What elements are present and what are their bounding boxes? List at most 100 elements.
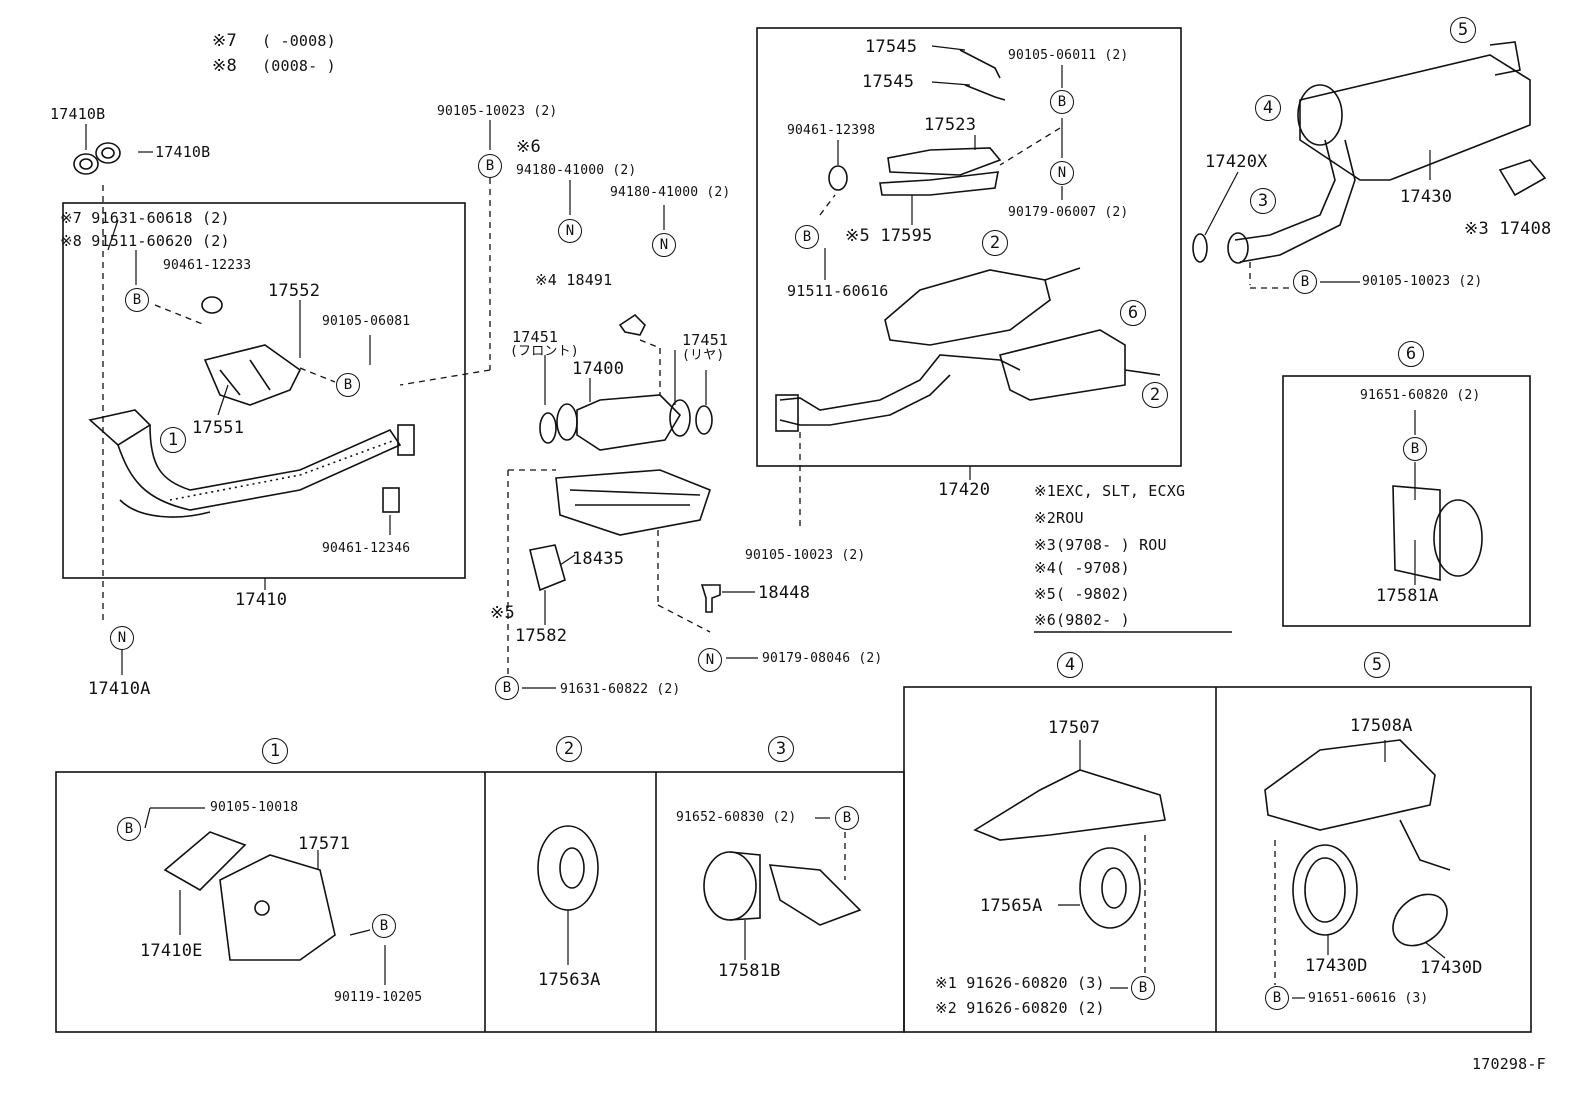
bolt-marker: B bbox=[125, 288, 149, 312]
section-number-1-ref: 1 bbox=[160, 427, 186, 453]
header-note-7: ※7 bbox=[212, 31, 237, 51]
bolt-marker: B bbox=[1293, 270, 1317, 294]
part-label-17523: 17523 bbox=[924, 115, 977, 135]
frame-front-pipe bbox=[62, 202, 466, 579]
part-label-90105-06011: 90105-06011 (2) bbox=[1008, 48, 1129, 63]
header-note-8: ※8 bbox=[212, 56, 237, 76]
legend-item-1: ※1EXC, SLT, ECXG bbox=[1034, 482, 1186, 500]
frame-center-pipe bbox=[756, 27, 1182, 467]
section-number-4: 4 bbox=[1057, 652, 1083, 678]
part-label-17451-front: 17451 bbox=[512, 328, 559, 346]
part-label-17420: 17420 bbox=[938, 480, 991, 500]
header-note-7-range: ( -0008) bbox=[262, 32, 336, 50]
part-label-17430D: 17430D bbox=[1420, 958, 1483, 978]
section-number-6-ref: 6 bbox=[1120, 300, 1146, 326]
heat-insulator-18435 bbox=[555, 469, 711, 536]
part-label-90461-12346: 90461-12346 bbox=[322, 541, 411, 556]
bolt-marker: B bbox=[336, 373, 360, 397]
part-label-90105-10023: 90105-10023 (2) bbox=[437, 104, 558, 119]
nut-marker: N bbox=[558, 219, 582, 243]
part-label-17430: 17430 bbox=[1400, 187, 1453, 207]
part-label-91511-60620: ※8 91511-60620 (2) bbox=[60, 232, 230, 250]
front-exhaust-pipe-shape bbox=[88, 409, 415, 518]
part-label-17595: ※5 17595 bbox=[845, 226, 933, 246]
part-label-17508A: 17508A bbox=[1350, 716, 1413, 736]
part-label-91626-60820-3: ※1 91626-60820 (3) bbox=[935, 974, 1105, 992]
frame-section-6 bbox=[1282, 375, 1531, 627]
gasket-17410B-b bbox=[95, 142, 121, 164]
bracket-17551 bbox=[203, 344, 302, 406]
part-label-17551: 17551 bbox=[192, 418, 245, 438]
bolt-marker: B bbox=[835, 806, 859, 830]
part-label-17571: 17571 bbox=[298, 834, 351, 854]
bolt-marker: B bbox=[1050, 90, 1074, 114]
section-number-2: 2 bbox=[556, 736, 582, 762]
section-number-5-ref: 5 bbox=[1450, 17, 1476, 43]
part-label-90105-06081: 90105-06081 bbox=[322, 314, 411, 329]
frame-bottom-right bbox=[903, 686, 1532, 1033]
legend-item-6: ※6(9802- ) bbox=[1034, 611, 1130, 629]
part-label-17451-rear: 17451 bbox=[682, 331, 729, 349]
part-label-90105-10018: 90105-10018 bbox=[210, 800, 299, 815]
legend-item-4: ※4( -9708) bbox=[1034, 559, 1130, 577]
part-label-17410A: 17410A bbox=[88, 679, 151, 699]
gasket-17410B-a bbox=[73, 153, 99, 175]
bolt-marker: B bbox=[495, 676, 519, 700]
part-label-17451-front-note: (フロント) bbox=[510, 344, 579, 359]
bolt-marker: B bbox=[1265, 986, 1289, 1010]
section-number-4-ref: 4 bbox=[1255, 95, 1281, 121]
part-label-17410: 17410 bbox=[235, 590, 288, 610]
sub-muffler-b bbox=[999, 329, 1126, 401]
part-label-17545: 17545 bbox=[865, 37, 918, 57]
part-label-mark-6: ※6 bbox=[516, 137, 541, 157]
part-label-17451-rear-note: (リヤ) bbox=[682, 348, 725, 363]
diagram-id: 170298-F bbox=[1472, 1055, 1546, 1073]
part-label-91652-60830: 91652-60830 (2) bbox=[676, 810, 797, 825]
part-label-91651-60820: 91651-60820 (2) bbox=[1360, 388, 1481, 403]
section-number-6: 6 bbox=[1398, 341, 1424, 367]
part-label-90105-10023-rear: 90105-10023 (2) bbox=[1362, 274, 1483, 289]
main-muffler-17430 bbox=[1299, 54, 1531, 181]
nut-marker: N bbox=[110, 626, 134, 650]
bolt-marker: B bbox=[795, 225, 819, 249]
legend-item-2: ※2ROU bbox=[1034, 509, 1084, 527]
nut-marker: N bbox=[652, 233, 676, 257]
legend-item-5: ※5( -9802) bbox=[1034, 585, 1130, 603]
part-label-17410B: 17410B bbox=[155, 143, 211, 161]
bolt-marker: B bbox=[117, 817, 141, 841]
part-label-94180-41000: 94180-41000 (2) bbox=[516, 163, 637, 178]
part-label-18435: 18435 bbox=[572, 549, 625, 569]
part-label-17582: 17582 bbox=[515, 626, 568, 646]
nut-marker: N bbox=[1050, 161, 1074, 185]
section-number-3: 3 bbox=[768, 736, 794, 762]
part-label-17420X: 17420X bbox=[1205, 152, 1268, 172]
part-label-90179-06007: 90179-06007 (2) bbox=[1008, 205, 1129, 220]
part-label-17430D: 17430D bbox=[1305, 956, 1368, 976]
section-number-1: 1 bbox=[262, 738, 288, 764]
header-note-8-range: (0008- ) bbox=[262, 57, 336, 75]
part-label-17563A: 17563A bbox=[538, 970, 601, 990]
part-label-90179-08046: 90179-08046 (2) bbox=[762, 651, 883, 666]
part-label-17581A: 17581A bbox=[1376, 586, 1439, 606]
sub-muffler-a bbox=[884, 269, 1051, 346]
part-label-17410B: 17410B bbox=[50, 105, 106, 123]
part-label-17400: 17400 bbox=[572, 359, 625, 379]
nut-marker: N bbox=[698, 648, 722, 672]
part-label-17507: 17507 bbox=[1048, 718, 1101, 738]
section-number-2-ref-a: 2 bbox=[982, 230, 1008, 256]
section-number-3-ref: 3 bbox=[1250, 188, 1276, 214]
catalytic-converter-17400 bbox=[576, 394, 682, 451]
part-label-17410E: 17410E bbox=[140, 941, 203, 961]
part-label-90461-12398: 90461-12398 bbox=[787, 123, 876, 138]
part-label-91626-60820-2: ※2 91626-60820 (2) bbox=[935, 999, 1105, 1017]
part-label-91511-60616: 91511-60616 bbox=[787, 282, 889, 300]
part-label-17545: 17545 bbox=[862, 72, 915, 92]
part-label-91651-60616: 91651-60616 (3) bbox=[1308, 991, 1429, 1006]
center-pipe-17420 bbox=[775, 267, 1161, 432]
part-label-18491: ※4 18491 bbox=[535, 271, 613, 289]
part-label-17581B: 17581B bbox=[718, 961, 781, 981]
part-label-mark-5: ※5 bbox=[490, 603, 515, 623]
part-label-90119-10205: 90119-10205 bbox=[334, 990, 423, 1005]
